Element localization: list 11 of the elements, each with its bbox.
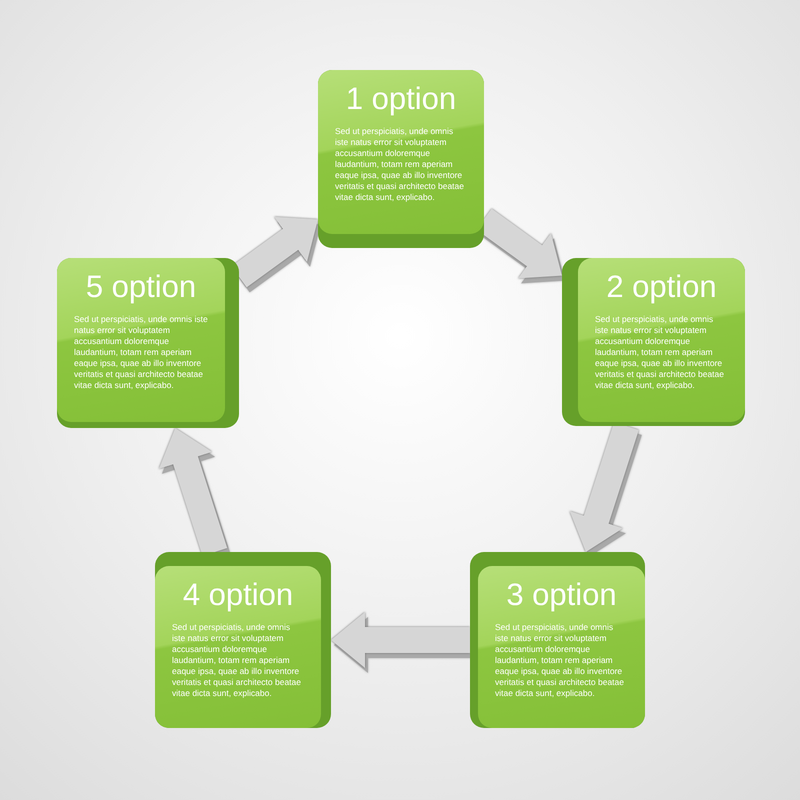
option-description: Sed ut perspiciatis, unde omnis iste natus error sit voluptatem accusantium doloremque laudantium, totam rem aperiam eaque ipsa, quae ab illo inventore veritatis et quasi architecto beatae vitae dicta sunt, explicabo. <box>495 622 625 699</box>
option-title: 5 option <box>86 268 196 306</box>
option-description: Sed ut perspiciatis, unde omnis iste natus error sit voluptatem accusantium doloremque laudantium, totam rem aperiam eaque ipsa, quae ab illo inventore veritatis et quasi architecto beatae vitae dicta sunt, explicabo. <box>595 314 725 391</box>
option-title: 4 option <box>182 576 294 614</box>
option-title: 3 option <box>506 576 617 614</box>
arrow <box>331 612 470 668</box>
option-title: 2 option <box>606 268 717 306</box>
option-title: 1 option <box>346 80 456 118</box>
option-description: Sed ut perspiciatis, unde omnis iste natus error sit voluptatem accusantium doloremque laudantium, totam rem aperiam eaque ipsa, quae ab illo inventore veritatis et quasi architecto beatae vitae dicta sunt, explicabo. <box>172 622 302 699</box>
option-description: Sed ut perspiciatis, unde omnis iste natus error sit voluptatem accusantium doloremque laudantium, totam rem aperiam eaque ipsa, quae ab illo inventore veritatis et quasi architecto beatae vitae dicta sunt, explicabo. <box>335 126 465 203</box>
option-description: Sed ut perspiciatis, unde omnis iste natus error sit voluptatem accusantium doloremque laudantium, totam rem aperiam eaque ipsa, quae ab illo inventore veritatis et quasi architecto beatae vitae dicta sunt, explicabo. <box>74 314 208 391</box>
